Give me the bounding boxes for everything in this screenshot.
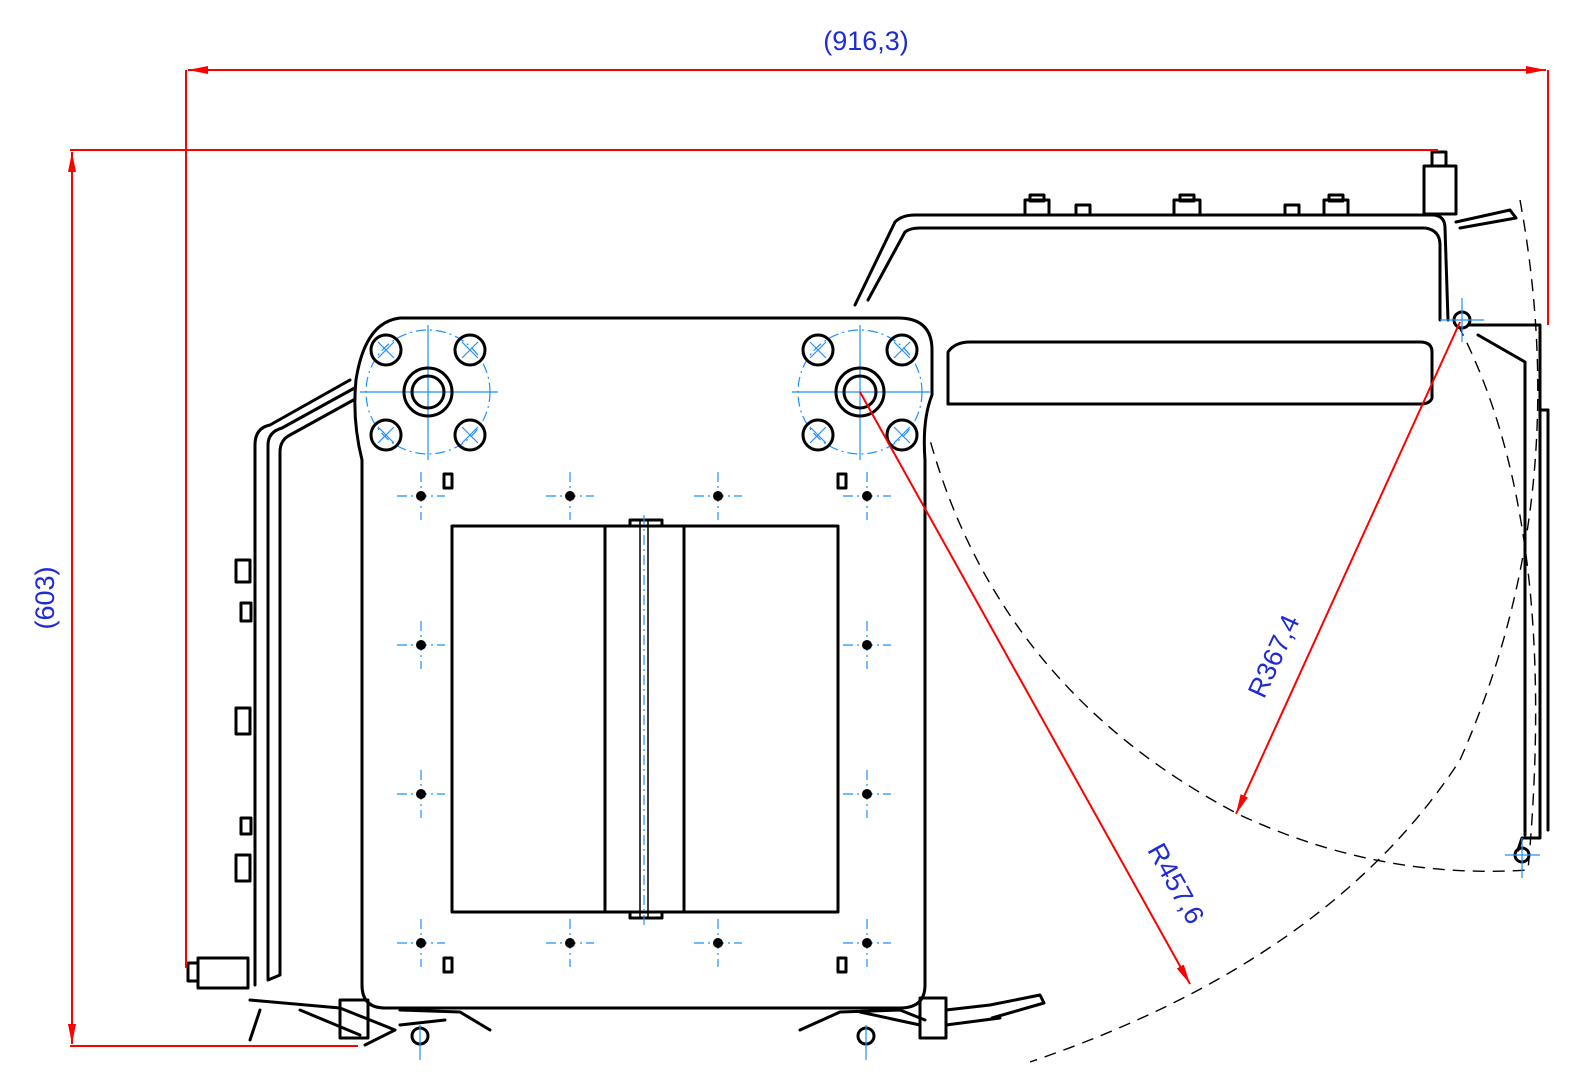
fastener-hole <box>397 770 445 818</box>
top-knob <box>1283 203 1301 217</box>
dim-height-label: (603) <box>30 566 60 629</box>
left-door-latch-5 <box>234 853 252 883</box>
bolt-hole <box>885 418 919 452</box>
slot <box>442 472 454 490</box>
swing-arc-small <box>929 324 1537 872</box>
bolt-hole <box>369 333 403 367</box>
top-knob <box>1074 203 1092 217</box>
slot <box>442 956 454 974</box>
fastener-hole <box>397 919 445 967</box>
swing-arc-large <box>1029 199 1539 1063</box>
bottom-latches <box>248 993 1046 1060</box>
radius-small-line <box>1235 321 1461 815</box>
top-right-hinge <box>1422 164 1458 216</box>
left-door-latch-2 <box>239 601 253 623</box>
fastener-hole <box>546 472 594 520</box>
slot <box>836 956 848 974</box>
left-door-latch-1 <box>234 558 252 584</box>
tray <box>946 340 1434 406</box>
left-door-panel <box>266 383 370 982</box>
fastener-holes <box>397 472 891 967</box>
left-door-latch-3 <box>234 706 252 736</box>
bolt-hole <box>369 418 403 452</box>
bolt-hole <box>801 418 835 452</box>
bolt-pattern-left <box>360 325 498 460</box>
top-door-assembly <box>853 150 1550 878</box>
bolt-hole <box>801 333 835 367</box>
mount-boss <box>834 366 886 418</box>
fastener-hole <box>843 621 891 669</box>
slot <box>836 472 848 490</box>
bolt-hole <box>453 418 487 452</box>
cabinet-body <box>186 316 934 1010</box>
latch-right <box>798 1008 927 1032</box>
fastener-hole <box>694 472 742 520</box>
fastener-hole <box>397 621 445 669</box>
mount-boss <box>402 366 454 418</box>
bolt-pattern-right <box>792 325 930 460</box>
dimension-lines <box>68 66 1549 1047</box>
left-hinge-block <box>196 956 250 990</box>
fastener-hole <box>843 472 891 520</box>
radius-large-line <box>859 391 1191 985</box>
fastener-hole <box>546 919 594 967</box>
left-door-latch-4 <box>239 816 253 836</box>
fastener-hole <box>843 770 891 818</box>
radius-small-label: R367,4 <box>1242 610 1305 702</box>
fastener-hole <box>397 472 445 520</box>
top-door-outline <box>853 213 1450 322</box>
fastener-hole <box>843 919 891 967</box>
dim-width-label: (916,3) <box>823 26 909 56</box>
door-swing-arcs <box>929 199 1539 1063</box>
bolt-hole <box>453 333 487 367</box>
fastener-hole <box>694 919 742 967</box>
bolt-hole <box>885 333 919 367</box>
right-door-panel <box>1468 323 1542 852</box>
